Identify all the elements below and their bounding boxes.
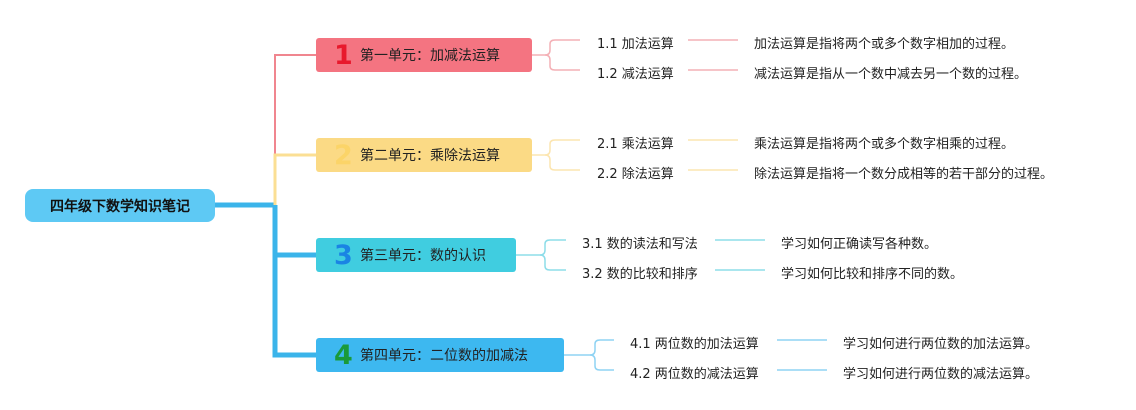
root-node[interactable]: 四年级下数学知识笔记 <box>25 189 215 222</box>
unit-2-connector <box>273 153 316 205</box>
unit-1-item-2-label[interactable]: 1.2 减法运算 <box>597 67 674 82</box>
unit-4-item-1-desc[interactable]: 学习如何进行两位数的加法运算。 <box>843 337 1039 352</box>
unit-4-number: 4 <box>334 339 353 371</box>
unit-2-item-1-label[interactable]: 2.1 乘法运算 <box>597 137 674 152</box>
unit-3-item-2-desc[interactable]: 学习如何比较和排序不同的数。 <box>781 267 964 282</box>
unit-3-node[interactable]: 3 第三单元：数的认识 <box>316 238 516 272</box>
unit-4-node[interactable]: 4 第四单元：二位数的加减法 <box>316 338 564 372</box>
unit-3-number: 3 <box>334 239 353 271</box>
unit-2-item-1-desc[interactable]: 乘法运算是指将两个或多个数字相乘的过程。 <box>754 137 1015 152</box>
unit-1-node[interactable]: 1 第一单元：加减法运算 <box>316 38 532 72</box>
unit-2-node[interactable]: 2 第二单元：乘除法运算 <box>316 138 532 172</box>
unit-4-item-2-label[interactable]: 4.2 两位数的减法运算 <box>630 367 759 382</box>
unit-1-title: 第一单元：加减法运算 <box>360 48 500 64</box>
unit-4-connector <box>272 255 316 358</box>
unit-4-title: 第四单元：二位数的加减法 <box>360 348 528 364</box>
unit-1-item-2-connector <box>544 54 580 71</box>
unit-1-item-2-desc[interactable]: 减法运算是指从一个数中减去另一个数的过程。 <box>754 67 1028 82</box>
unit-1-connector <box>274 54 316 155</box>
unit-4-item-1-connector <box>564 339 614 356</box>
unit-1-item-1-connector <box>532 39 580 56</box>
unit-3-connector <box>272 205 316 258</box>
unit-2-item-1-connector <box>532 139 580 156</box>
unit-2-item-2-label[interactable]: 2.2 除法运算 <box>597 167 674 182</box>
unit-4-item-2-connector <box>589 354 614 371</box>
unit-3-item-1-connector <box>516 239 566 256</box>
unit-3-item-1-desc[interactable]: 学习如何正确读写各种数。 <box>781 237 938 252</box>
unit-1-item-1-desc[interactable]: 加法运算是指将两个或多个数字相加的过程。 <box>754 37 1015 52</box>
unit-4-item-1-label[interactable]: 4.1 两位数的加法运算 <box>630 337 759 352</box>
unit-3-title: 第三单元：数的认识 <box>360 248 486 264</box>
unit-3-item-2-label[interactable]: 3.2 数的比较和排序 <box>582 267 698 282</box>
unit-1-item-1-label[interactable]: 1.1 加法运算 <box>597 37 674 52</box>
unit-3-item-1-label[interactable]: 3.1 数的读法和写法 <box>582 237 698 252</box>
unit-1-number: 1 <box>334 39 353 71</box>
unit-2-item-2-connector <box>544 154 580 171</box>
unit-4-item-2-desc[interactable]: 学习如何进行两位数的减法运算。 <box>843 367 1039 382</box>
unit-2-title: 第二单元：乘除法运算 <box>360 148 500 164</box>
unit-2-item-2-desc[interactable]: 除法运算是指将一个数分成相等的若干部分的过程。 <box>754 167 1054 182</box>
unit-3-item-2-connector <box>539 254 566 271</box>
unit-2-number: 2 <box>334 139 353 171</box>
